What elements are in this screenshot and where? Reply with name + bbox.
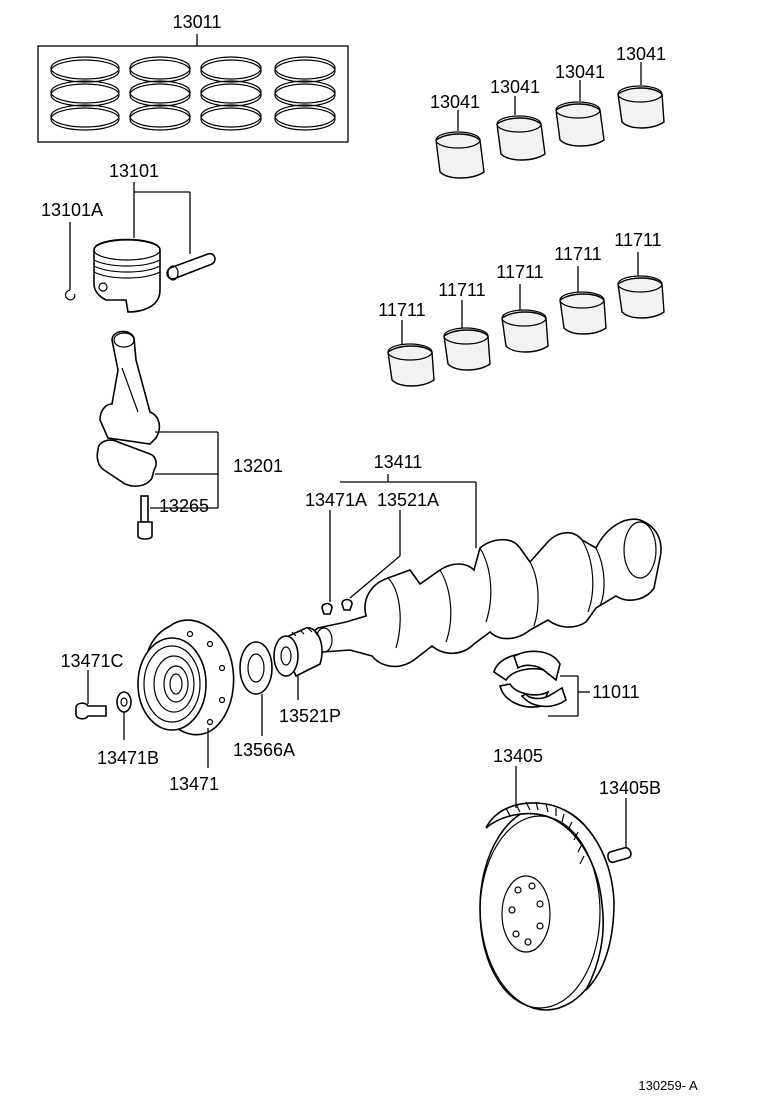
ring-stack-1 (50, 56, 120, 131)
pulley-washer[interactable] (116, 691, 132, 713)
flywheel-bolt[interactable] (607, 846, 632, 864)
label-13521p: 13521P (279, 706, 341, 726)
label-13411: 13411 (374, 452, 423, 472)
ring-set-box (37, 45, 349, 143)
label-13471: 13471 (169, 774, 219, 794)
label-13471a: 13471A (305, 490, 367, 510)
label-13471b: 13471B (97, 748, 159, 768)
label-13041-a: 13041 (430, 92, 480, 112)
label-11711-e: 11711 (614, 230, 661, 250)
label-13471c: 13471C (60, 651, 123, 671)
oil-slinger[interactable] (239, 641, 273, 695)
figure-number: 130259- A (638, 1078, 698, 1093)
conrod-bearing-1[interactable] (435, 131, 485, 179)
label-11711-d: 11711 (554, 244, 601, 264)
label-13041-c: 13041 (555, 62, 605, 82)
crankshaft-timing-gear[interactable] (273, 627, 323, 678)
label-13101a: 13101A (41, 200, 103, 220)
label-11711-a: 11711 (378, 300, 425, 320)
label-13201: 13201 (233, 456, 283, 476)
label-13566a: 13566A (233, 740, 295, 760)
main-bearing-1[interactable] (387, 343, 435, 387)
connecting-rod[interactable] (96, 330, 161, 487)
label-13405: 13405 (493, 746, 543, 766)
rod-bolt[interactable] (137, 495, 153, 540)
label-13101: 13101 (109, 161, 159, 181)
ring-stack-2 (129, 56, 191, 131)
conrod-bearing-4[interactable] (617, 85, 665, 129)
label-11711-c: 11711 (496, 262, 543, 282)
snap-ring[interactable] (64, 289, 76, 301)
flywheel[interactable] (479, 801, 615, 1011)
crankshaft-pulley[interactable] (137, 619, 235, 736)
piston[interactable] (93, 238, 161, 313)
piston-ring-set[interactable] (37, 45, 349, 143)
main-bearing-4[interactable] (559, 291, 607, 335)
label-13265: 13265 (159, 496, 209, 516)
label-13041-d: 13041 (616, 44, 666, 64)
woodruff-key-b[interactable] (341, 598, 353, 611)
label-11711-b: 11711 (438, 280, 485, 300)
main-bearing-3[interactable] (501, 309, 549, 353)
label-11011: 11011 (592, 682, 639, 702)
pulley-bolt[interactable] (75, 702, 107, 720)
piston-pin[interactable] (166, 252, 216, 281)
conrod-bearing-3[interactable] (555, 101, 605, 147)
main-bearing-2[interactable] (443, 327, 491, 371)
label-13041-b: 13041 (490, 77, 540, 97)
thrust-washer-upper[interactable] (493, 650, 561, 682)
label-13405b: 13405B (599, 778, 661, 798)
woodruff-key-a[interactable] (321, 602, 333, 615)
main-bearing-5[interactable] (617, 275, 665, 319)
label-13011: 13011 (173, 12, 222, 32)
crankshaft[interactable] (312, 518, 662, 668)
ring-stack-3 (200, 56, 262, 131)
thrust-washer-lower[interactable] (499, 683, 567, 708)
label-13521a: 13521A (377, 490, 439, 510)
ring-stack-4 (274, 56, 336, 131)
conrod-bearing-2[interactable] (496, 115, 546, 161)
